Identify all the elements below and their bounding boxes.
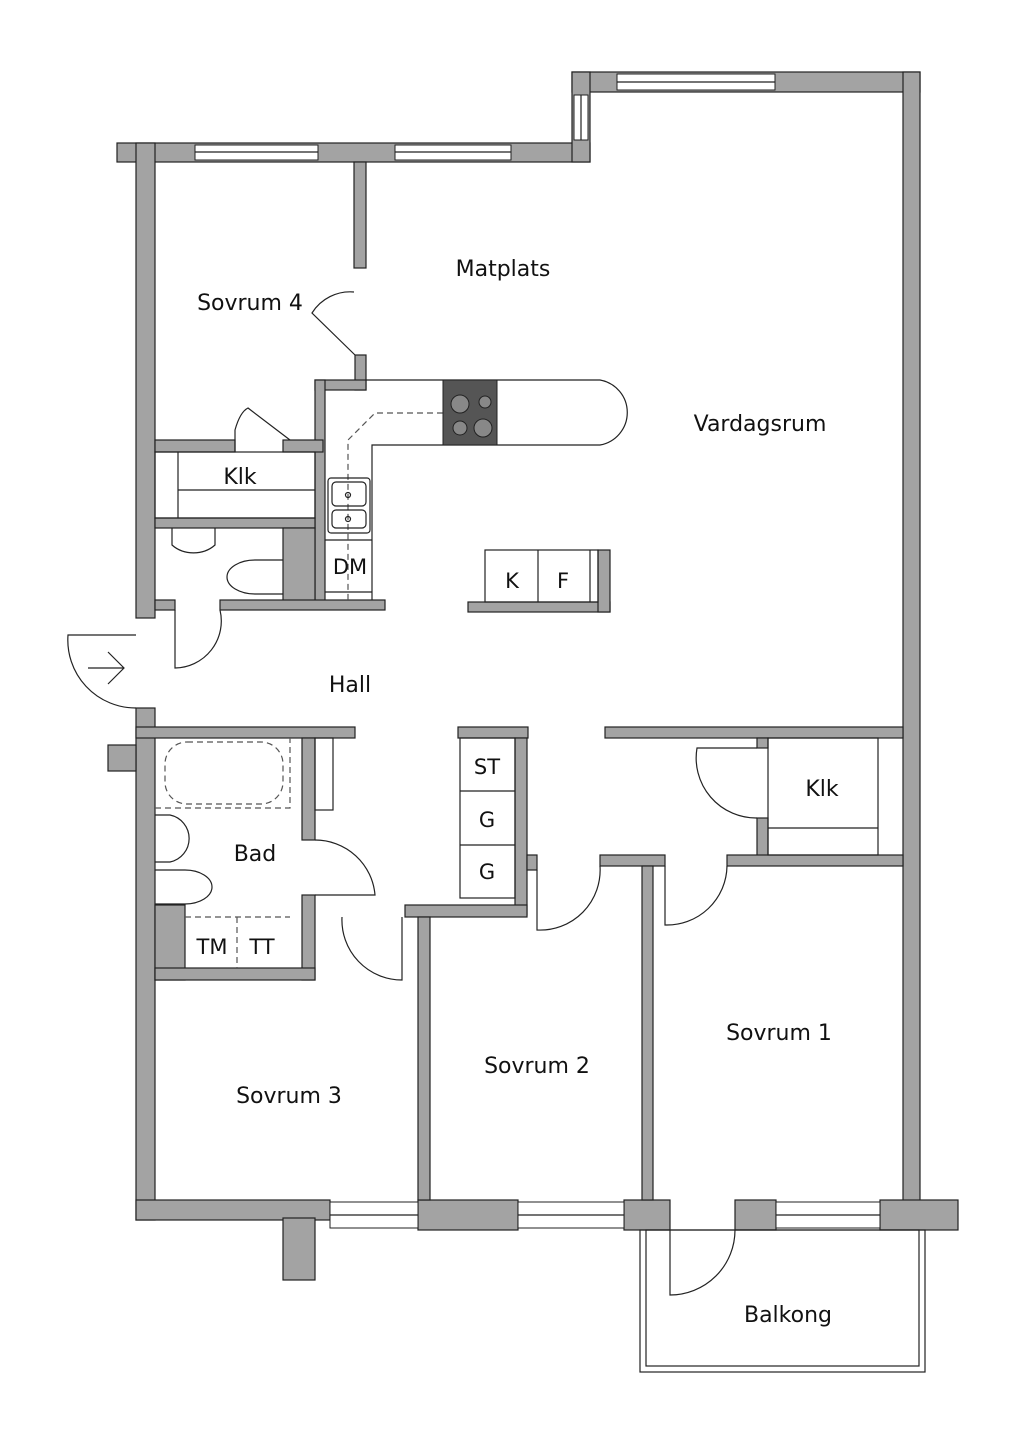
entrance-arrow-icon <box>88 651 125 685</box>
room-label-klk-left: Klk <box>223 465 257 490</box>
washbasin-icon <box>155 814 190 863</box>
walls <box>107 71 959 1281</box>
room-label-klk-right: Klk <box>805 777 839 802</box>
room-label-hall: Hall <box>329 673 371 698</box>
label-f: F <box>557 569 569 593</box>
room-label-sovrum2: Sovrum 2 <box>484 1054 590 1079</box>
label-k: K <box>505 569 520 593</box>
windows <box>194 73 881 1229</box>
room-label-balkong: Balkong <box>744 1303 832 1328</box>
label-g2: G <box>479 860 495 884</box>
room-label-vardagsrum: Vardagsrum <box>694 412 827 437</box>
room-label-matplats: Matplats <box>456 257 551 282</box>
label-tm: TM <box>196 935 228 959</box>
balcony-railing <box>639 1229 926 1373</box>
bathroom-fixtures <box>155 528 291 968</box>
doors <box>67 291 758 1296</box>
kitchen-counter <box>325 379 628 600</box>
washbasin-icon-wc <box>171 528 216 554</box>
room-label-bad: Bad <box>234 842 277 867</box>
label-tt: TT <box>248 935 274 959</box>
toilet-icon <box>155 869 213 905</box>
room-label-sovrum3: Sovrum 3 <box>236 1084 342 1109</box>
sink-icon <box>327 477 371 534</box>
room-label-sovrum1: Sovrum 1 <box>726 1021 832 1046</box>
closets <box>154 451 879 899</box>
label-g1: G <box>479 808 495 832</box>
room-label-sovrum4: Sovrum 4 <box>197 291 303 316</box>
bathtub-icon <box>164 741 284 805</box>
label-dm: DM <box>333 555 367 579</box>
toilet-icon-wc <box>226 559 283 595</box>
label-st: ST <box>474 755 500 779</box>
